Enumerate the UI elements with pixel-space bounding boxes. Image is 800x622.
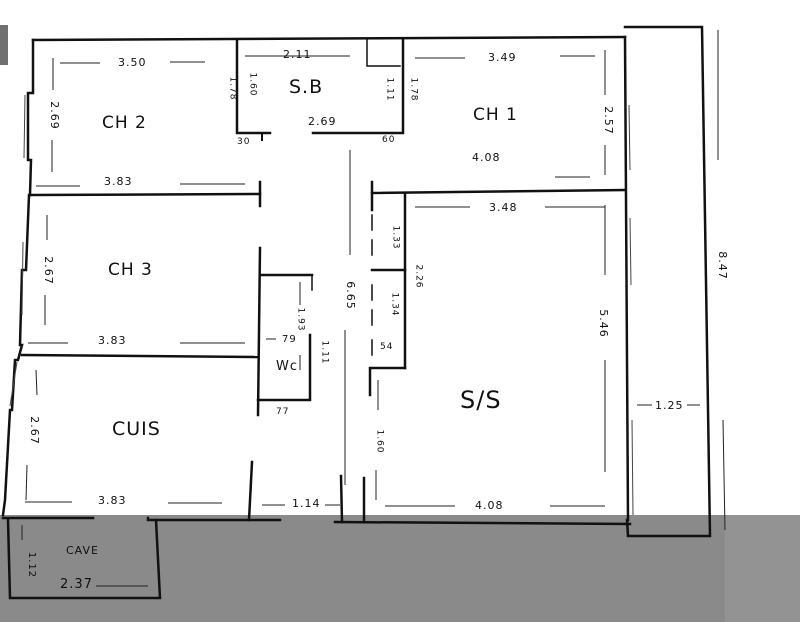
dim-balcony-width: 1.25 <box>655 399 684 412</box>
dim-wc-bottom: 77 <box>276 407 290 417</box>
dim-sb-left-height: 1.60 <box>247 72 258 97</box>
dim-ss-entry: 1.60 <box>374 429 385 454</box>
wall-cuis-right <box>247 460 254 522</box>
dim-ss-width: 3.48 <box>489 201 518 214</box>
cave-outline <box>6 518 162 600</box>
dim-wc-height: 1.93 <box>295 307 306 332</box>
dim-sb-bottom-left: 30 <box>237 137 251 147</box>
dim-sb-top-width: 2.11 <box>283 48 312 61</box>
dim-cuis-width: 3.83 <box>98 494 127 507</box>
dim-ss-bottom-width: 4.08 <box>475 499 504 512</box>
dim-ch3-bottom-width: 3.83 <box>98 334 127 347</box>
dim-overall-height: 8.47 <box>715 251 729 280</box>
dim-corridor-length: 6.65 <box>343 281 357 310</box>
dim-ss-depth: 5.46 <box>596 309 610 338</box>
room-label-ch1: CH 1 <box>473 105 518 125</box>
dim-ch2-bottom-width: 3.83 <box>104 175 133 188</box>
scan-shadow-band-right <box>725 515 800 622</box>
dim-wc-side: 1.11 <box>319 340 330 365</box>
wall-ch3-right <box>256 246 262 417</box>
dim-closet-side: 2.26 <box>413 264 424 289</box>
balcony-outline <box>623 25 712 538</box>
dim-ch1-left: 1.78 <box>408 77 419 102</box>
dim-closet-small: 54 <box>380 342 394 352</box>
dim-ch1-depth: 2.57 <box>601 106 615 135</box>
wall-sb <box>235 38 272 135</box>
room-label-cuis: CUIS <box>112 418 161 440</box>
dim-cave-width: 2.37 <box>60 577 93 592</box>
dim-sb-right-height: 1.11 <box>384 77 395 102</box>
sb-cabinet <box>366 39 401 67</box>
wall-left <box>1 38 35 517</box>
room-label-cave: CAVE <box>66 544 99 557</box>
dim-cave-height: 1.12 <box>26 551 38 579</box>
room-label-ch2: CH 2 <box>102 113 147 133</box>
dim-ch2-width: 3.50 <box>118 56 147 69</box>
dim-sb-bottom-right: 60 <box>382 135 396 145</box>
dim-sb-wall-height: 1.78 <box>227 76 238 101</box>
dim-sb-inner-width: 2.69 <box>308 115 337 128</box>
wall-ch1-bottom <box>370 188 627 195</box>
wall-wc <box>256 333 312 402</box>
room-label-sb: S.B <box>289 76 324 98</box>
dim-ch1-width: 3.49 <box>488 51 517 64</box>
scan-shadow-band <box>0 515 800 622</box>
dim-ch2-depth: 2.69 <box>47 101 61 130</box>
wall-ch3-bottom <box>20 353 260 359</box>
dim-ch1-bottom-width: 4.08 <box>472 151 501 164</box>
dim-wc-width: 79 <box>282 334 297 345</box>
wall-ss-right <box>623 35 630 522</box>
dim-closet-bottom: 1.34 <box>389 292 400 317</box>
dim-ch3-depth: 2.67 <box>41 256 55 285</box>
dim-hall-width: 1.14 <box>292 497 321 510</box>
wall-ch2-bottom <box>28 192 262 197</box>
room-label-ss: S/S <box>460 386 502 414</box>
wall-top <box>31 35 627 42</box>
dim-closet-top: 1.33 <box>390 225 401 250</box>
room-label-wc: Wc <box>276 359 299 374</box>
room-label-ch3: CH 3 <box>108 260 153 280</box>
dim-cuis-depth: 2.67 <box>27 416 41 445</box>
